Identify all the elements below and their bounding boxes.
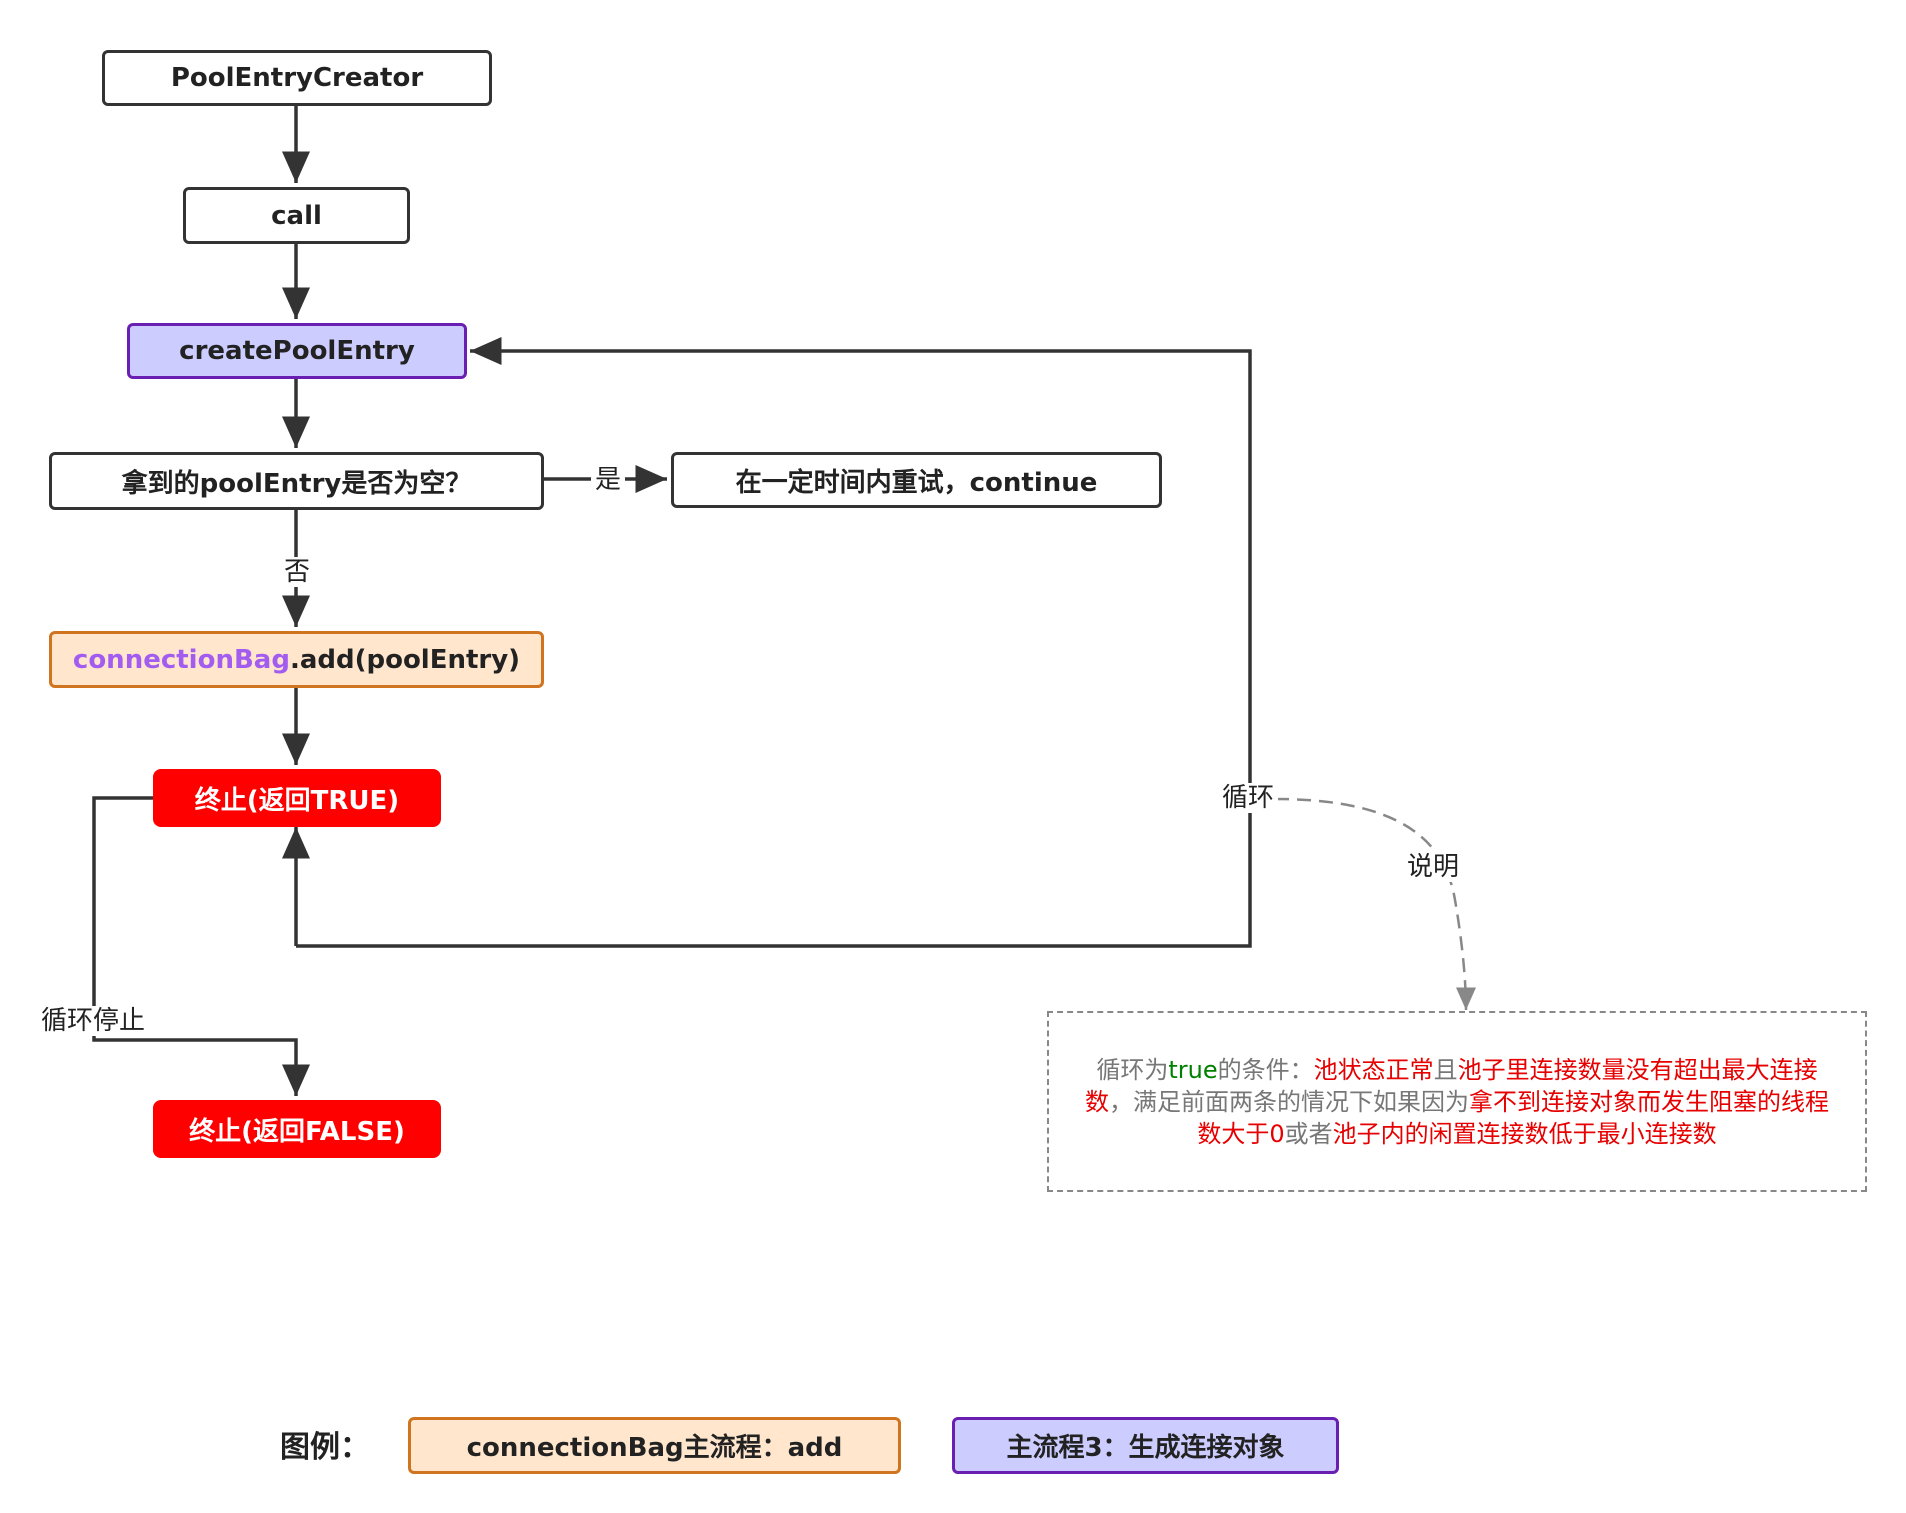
- edge-loop-back: [296, 337, 1252, 948]
- edge-label-yes: 是: [591, 465, 626, 495]
- edge-label-no: 否: [280, 557, 315, 587]
- node-stop-false-label: 终止(返回FALSE): [189, 1116, 405, 1147]
- legend-item-create-connection: 主流程3：生成连接对象: [952, 1417, 1339, 1474]
- note-seg-3: 的条件：: [1217, 1055, 1314, 1084]
- node-retry-label: 在一定时间内重试，continue: [735, 467, 1098, 498]
- note-seg-blocked-threads: 拿不到连接对象而发生阻塞的线程数大于0: [1197, 1087, 1829, 1148]
- node-create-pool-entry-label: createPoolEntry: [179, 336, 415, 366]
- note-seg-or: 或者: [1284, 1119, 1333, 1148]
- node-call-label: call: [271, 200, 322, 231]
- node-pool-entry-creator-label: PoolEntryCreator: [170, 63, 424, 93]
- note-seg-true: true: [1168, 1055, 1218, 1084]
- node-stop-true: 终止(返回TRUE): [153, 769, 441, 827]
- node-check-empty-label: 拿到的poolEntry是否为空？: [121, 468, 472, 499]
- edge-label-loop: 循环: [1218, 783, 1279, 813]
- legend-title: 图例：: [280, 1430, 370, 1465]
- node-retry: 在一定时间内重试，continue: [671, 452, 1162, 508]
- edge-stop-true-to-stop-false: [92, 796, 310, 1096]
- node-pool-entry-creator: PoolEntryCreator: [102, 50, 492, 106]
- add-call-text: .add(poolEntry): [289, 644, 521, 675]
- note-seg-not-exceed-max: 池子里连接数量没有超出最大连接数: [1085, 1055, 1818, 1116]
- node-connection-bag-add: connectionBag.add(poolEntry): [49, 631, 544, 688]
- node-stop-false: 终止(返回FALSE): [153, 1100, 441, 1158]
- note-seg-pool-normal: 池状态正常: [1313, 1055, 1434, 1084]
- loop-condition-note: 循环为true的条件：池状态正常且池子里连接数量没有超出最大连接数，满足前面两条…: [1047, 1011, 1867, 1192]
- node-connection-bag-add-label: connectionBag.add(poolEntry): [73, 645, 520, 675]
- loop-condition-note-text: 循环为true的条件：池状态正常且池子里连接数量没有超出最大连接数，满足前面两条…: [1049, 1054, 1865, 1150]
- legend-item-connection-bag-add-label: connectionBag主流程：add: [466, 1433, 843, 1463]
- note-seg-1: 循环为: [1096, 1055, 1169, 1084]
- node-stop-true-label: 终止(返回TRUE): [194, 785, 400, 816]
- note-seg-7: ，满足前面两条的情况下如果因为: [1109, 1087, 1469, 1116]
- edge-explain-dashed: [1274, 797, 1476, 1011]
- legend-item-connection-bag-add: connectionBag主流程：add: [408, 1417, 901, 1474]
- node-create-pool-entry: createPoolEntry: [127, 323, 467, 379]
- note-seg-idle-below-min: 池子内的闲置连接数低于最小连接数: [1332, 1119, 1717, 1148]
- node-call: call: [183, 187, 410, 244]
- connection-bag-accent-text: connectionBag: [72, 644, 290, 675]
- legend-item-create-connection-label: 主流程3：生成连接对象: [1006, 1433, 1285, 1463]
- edge-label-loop-stop: 循环停止: [37, 1006, 150, 1036]
- node-check-empty: 拿到的poolEntry是否为空？: [49, 452, 544, 510]
- note-seg-and: 且: [1433, 1055, 1458, 1084]
- edge-label-explain: 说明: [1403, 852, 1464, 882]
